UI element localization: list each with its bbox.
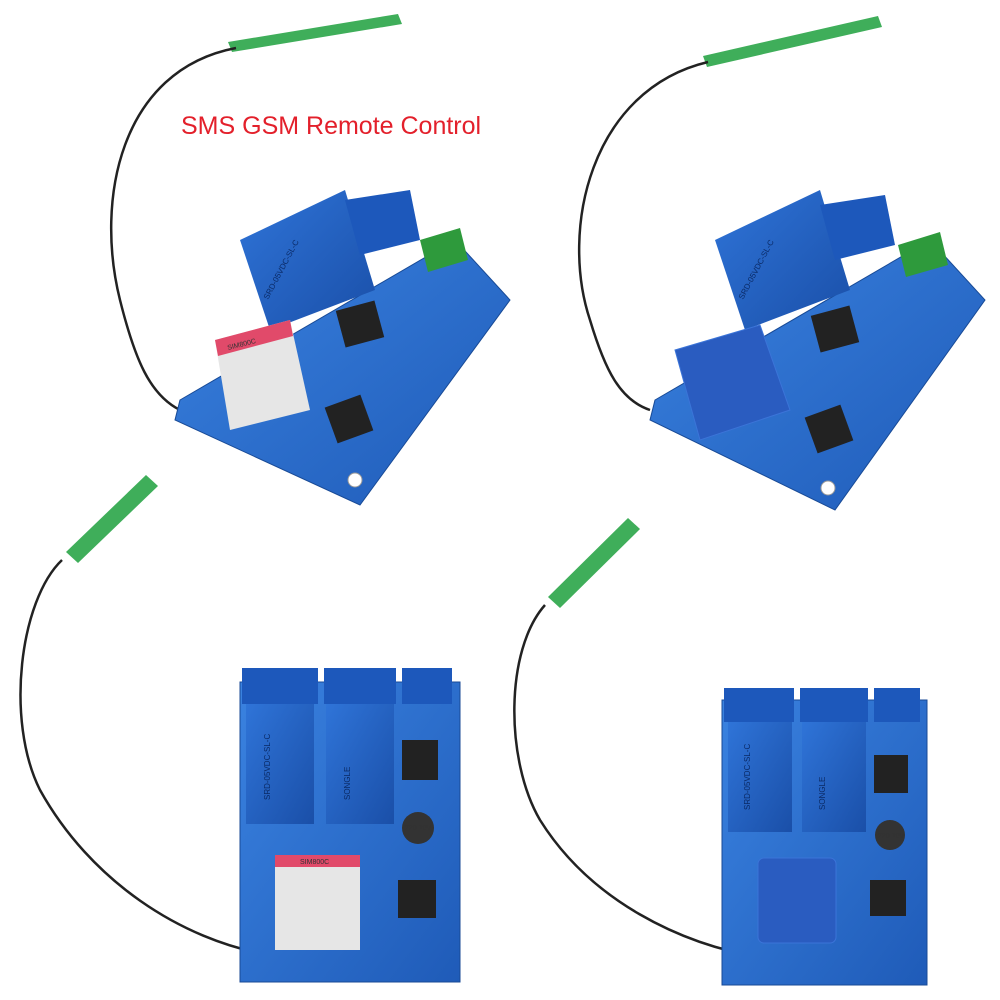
antenna-4 xyxy=(513,518,766,960)
sim800c-module xyxy=(275,855,360,950)
board-1-channel-sim800c: SRD-05VDC-SL-C SIM800C xyxy=(174,190,511,506)
board-2-channel-no-module: SRD-05VDC-SL-C SONGLE 220 10V xyxy=(721,688,928,986)
antenna-1 xyxy=(109,14,402,412)
antenna-3 xyxy=(19,475,271,957)
terminal-green xyxy=(420,228,468,272)
svg-text:SONGLE: SONGLE xyxy=(343,767,352,800)
svg-text:SIM800C: SIM800C xyxy=(300,859,329,866)
module-footprint xyxy=(674,324,791,441)
inductor xyxy=(335,300,385,348)
board-1-channel-no-module: SRD-05VDC-SL-C xyxy=(649,190,986,511)
terminal-blue xyxy=(345,190,420,255)
caption: SMS GSM Remote Control xyxy=(181,112,482,140)
svg-text:SONGLE: SONGLE xyxy=(818,777,827,810)
module-footprint xyxy=(757,857,837,944)
mcu-chip xyxy=(324,394,374,444)
svg-text:220 10V: 220 10V xyxy=(878,833,904,840)
relay-1 xyxy=(715,190,850,330)
antenna-2 xyxy=(578,16,882,412)
svg-text:SRD-05VDC-SL-C: SRD-05VDC-SL-C xyxy=(263,734,272,800)
svg-text:SRD-05VDC-SL-C: SRD-05VDC-SL-C xyxy=(743,744,752,810)
svg-text:220 10V: 220 10V xyxy=(405,825,431,832)
board-2-channel-sim800c: SRD-05VDC-SL-C SONGLE 220 10V SIM800C xyxy=(239,668,461,983)
relay-1 xyxy=(240,190,375,330)
